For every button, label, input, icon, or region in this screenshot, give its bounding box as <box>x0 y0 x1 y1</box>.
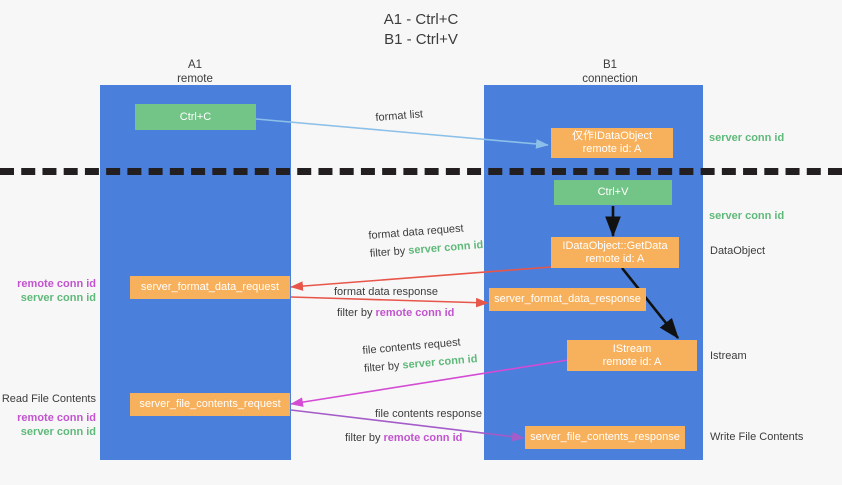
filter-value-server-conn-id: server conn id <box>407 238 484 257</box>
column-header-a1: A1 remote <box>110 58 280 86</box>
node-ctrl-c-label: Ctrl+C <box>179 110 212 123</box>
filter-value-remote-conn-id: remote conn id <box>383 431 463 444</box>
column-b1-name: B1 <box>602 59 618 71</box>
node-server-format-data-request[interactable]: server_format_data_request <box>130 276 290 299</box>
node-istream[interactable]: IStream remote id: A <box>567 340 697 371</box>
filter-value-server-conn-id: server conn id <box>401 352 478 372</box>
node-getdata-line2: remote id: A <box>585 252 645 265</box>
edge-label-format-data-response-filter: filter by remote conn id <box>337 307 454 321</box>
left-label-remote-conn-id-upper: remote conn id <box>17 278 96 290</box>
node-idataobject-getdata[interactable]: IDataObject::GetData remote id: A <box>551 237 679 268</box>
edge-label-file-contents-response: file contents response <box>375 408 483 420</box>
column-header-b1: B1 connection <box>525 58 695 86</box>
left-label-conn-ids-lower: remote conn id server conn id <box>0 412 96 439</box>
column-a1-subtitle: remote <box>177 73 213 85</box>
right-label-server-conn-id-second: server conn id <box>709 210 785 222</box>
left-label-remote-conn-id-lower: remote conn id <box>17 412 96 424</box>
filter-value-remote-conn-id: remote conn id <box>375 306 455 319</box>
node-server-format-data-response-label: server_format_data_response <box>494 293 641 305</box>
node-istream-line2: remote id: A <box>602 355 662 368</box>
left-label-server-conn-id-lower: server conn id <box>20 425 96 438</box>
node-server-file-contents-response-label: server_file_contents_response <box>530 431 680 443</box>
edge-label-file-contents-response-group: file contents response filter by remote … <box>345 408 482 445</box>
edge-label-format-data-request-group: format data request filter by server con… <box>368 221 484 261</box>
diagram-title: A1 - Ctrl+C B1 - Ctrl+V <box>0 10 842 50</box>
right-label-dataobject: DataObject <box>710 245 766 257</box>
node-idataobject[interactable]: 仅作IDataObject remote id: A <box>551 128 673 158</box>
node-idataobject-line2: remote id: A <box>582 143 642 155</box>
filter-prefix: filter by <box>363 359 403 375</box>
edge-label-format-data-response: format data response <box>334 286 438 298</box>
filter-prefix: filter by <box>337 306 376 319</box>
column-b1-subtitle: connection <box>582 73 638 85</box>
filter-prefix: filter by <box>369 244 409 260</box>
node-server-file-contents-request[interactable]: server_file_contents_request <box>130 393 290 416</box>
title-line-1: A1 - Ctrl+C <box>383 11 459 28</box>
node-ctrl-v[interactable]: Ctrl+V <box>554 180 672 205</box>
edge-label-file-contents-response-filter: filter by remote conn id <box>345 432 482 446</box>
edge-label-file-contents-request-group: file contents request filter by server c… <box>362 335 478 376</box>
left-label-server-conn-id-upper: server conn id <box>20 291 96 304</box>
right-label-server-conn-id-top: server conn id <box>709 132 785 144</box>
left-label-read-file-contents: Read File Contents <box>1 393 96 405</box>
right-label-istream: Istream <box>710 350 747 362</box>
node-server-format-data-request-label: server_format_data_request <box>140 281 280 293</box>
node-server-format-data-response[interactable]: server_format_data_response <box>489 288 646 311</box>
right-label-write-file-contents: Write File Contents <box>710 431 804 443</box>
filter-prefix: filter by <box>345 431 384 444</box>
dashed-divider <box>0 168 842 175</box>
node-server-file-contents-request-label: server_file_contents_request <box>139 398 281 410</box>
node-ctrl-c[interactable]: Ctrl+C <box>135 104 256 130</box>
node-ctrl-v-label: Ctrl+V <box>597 186 629 198</box>
edge-label-format-data-response-group: format data response filter by remote co… <box>334 286 454 320</box>
left-label-conn-ids-upper: remote conn id server conn id <box>0 278 96 305</box>
node-server-file-contents-response[interactable]: server_file_contents_response <box>525 426 685 449</box>
node-istream-line1: IStream <box>612 342 652 355</box>
edge-label-format-list: format list <box>375 108 424 124</box>
column-a1-name: A1 <box>187 59 203 71</box>
title-line-2: B1 - Ctrl+V <box>384 31 458 48</box>
node-idataobject-line1: 仅作IDataObject <box>571 130 653 142</box>
node-getdata-line1: IDataObject::GetData <box>562 239 668 252</box>
